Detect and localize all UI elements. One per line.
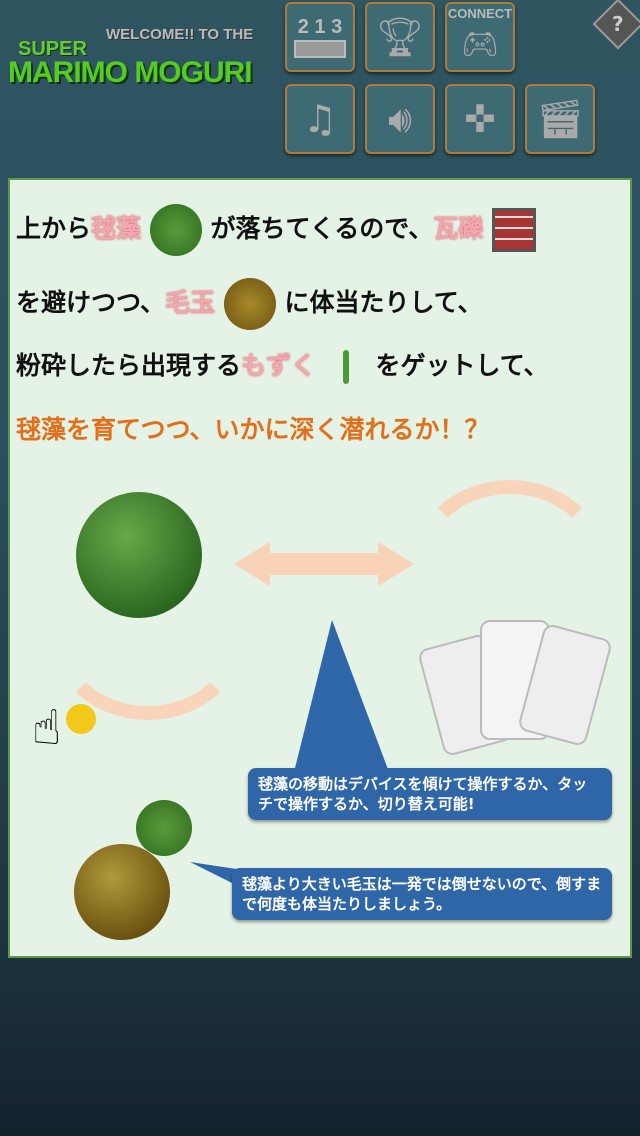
logo-title: MARIMO MOGURI	[8, 56, 253, 89]
furball-word: 毛玉	[165, 288, 216, 317]
instruction-line-2: を避けつつ、毛玉 に体当たりして、	[16, 278, 482, 330]
podium-numbers: 2 1 3	[297, 16, 343, 38]
connect-label: CONNECT	[447, 6, 513, 21]
marimo-icon	[149, 204, 202, 256]
text: が落ちてくるので、	[210, 214, 434, 243]
brick-icon	[491, 208, 536, 252]
phones-image	[416, 620, 614, 758]
game-logo: WELCOME!! TO THE SUPER MARIMO MOGURI	[6, 22, 266, 92]
music-button[interactable]: ♫	[285, 84, 355, 154]
tilt-tip-bubble: 毬藻の移動はデバイスを傾けて操作するか、タッチで操作するか、切り替え可能!	[248, 768, 612, 820]
text: 粉砕したら出現する	[16, 351, 242, 380]
instruction-line-4: 毬藻を育てつつ、いかに深く潜れるか！？	[16, 415, 490, 444]
text: 上から	[16, 214, 92, 243]
music-notes-icon: ♫	[302, 97, 338, 141]
instruction-line-3: 粉砕したら出現するもずく をゲットして、	[16, 346, 548, 384]
help-button[interactable]: ?	[592, 0, 640, 50]
rubble-word: 瓦礫	[433, 214, 484, 243]
mozuku-word: もずく	[241, 351, 317, 380]
text: を避けつつ、	[16, 288, 166, 317]
mozuku-icon	[342, 350, 349, 384]
bubble-pointer	[292, 620, 392, 780]
achievements-button[interactable]: 🏆︎	[365, 2, 435, 72]
ranking-button[interactable]: 2 1 3	[285, 2, 355, 72]
marimo-word: 毬藻	[91, 214, 142, 243]
how-to-play-panel[interactable]: 上から毬藻 が落ちてくるので、瓦礫 を避けつつ、毛玉 に体当たりして、 粉砕した…	[8, 178, 632, 958]
logo-super: SUPER	[18, 38, 87, 60]
furball-tip-bubble: 毬藻より大きい毛玉は一発では倒せないので、倒すまで何度も体当たりしましょう。	[232, 868, 612, 920]
clapperboard-icon: 🎬︎	[535, 96, 585, 141]
podium-base	[294, 40, 346, 58]
help-icon: ?	[612, 11, 624, 36]
trophy-icon: 🏆︎	[375, 14, 425, 59]
gamepad-connect-icon: 🎮︎	[460, 26, 500, 62]
text: をゲットして、	[375, 351, 549, 380]
sound-button[interactable]: 🔊︎	[365, 84, 435, 154]
left-right-arrow-icon	[234, 542, 414, 586]
connect-button[interactable]: CONNECT 🎮︎	[445, 2, 515, 72]
tap-hand-icon: ☝	[32, 700, 62, 756]
furball-icon	[223, 278, 276, 330]
replay-button[interactable]: 🎬︎	[525, 84, 595, 154]
tap-indicator-icon	[66, 704, 96, 734]
speaker-icon: 🔊︎	[388, 96, 412, 141]
controller-icon: ✜	[464, 97, 496, 141]
rotate-arrow-icon	[48, 540, 248, 720]
controls-button[interactable]: ✜	[445, 84, 515, 154]
text: に体当たりして、	[284, 288, 483, 317]
ranking-podium-icon: 2 1 3	[294, 16, 346, 58]
instruction-line-1: 上から毬藻 が落ちてくるので、瓦礫	[16, 204, 536, 256]
furball-large-image	[74, 844, 170, 940]
logo-welcome: WELCOME!! TO THE	[106, 26, 254, 43]
marimo-small-image	[136, 800, 192, 856]
